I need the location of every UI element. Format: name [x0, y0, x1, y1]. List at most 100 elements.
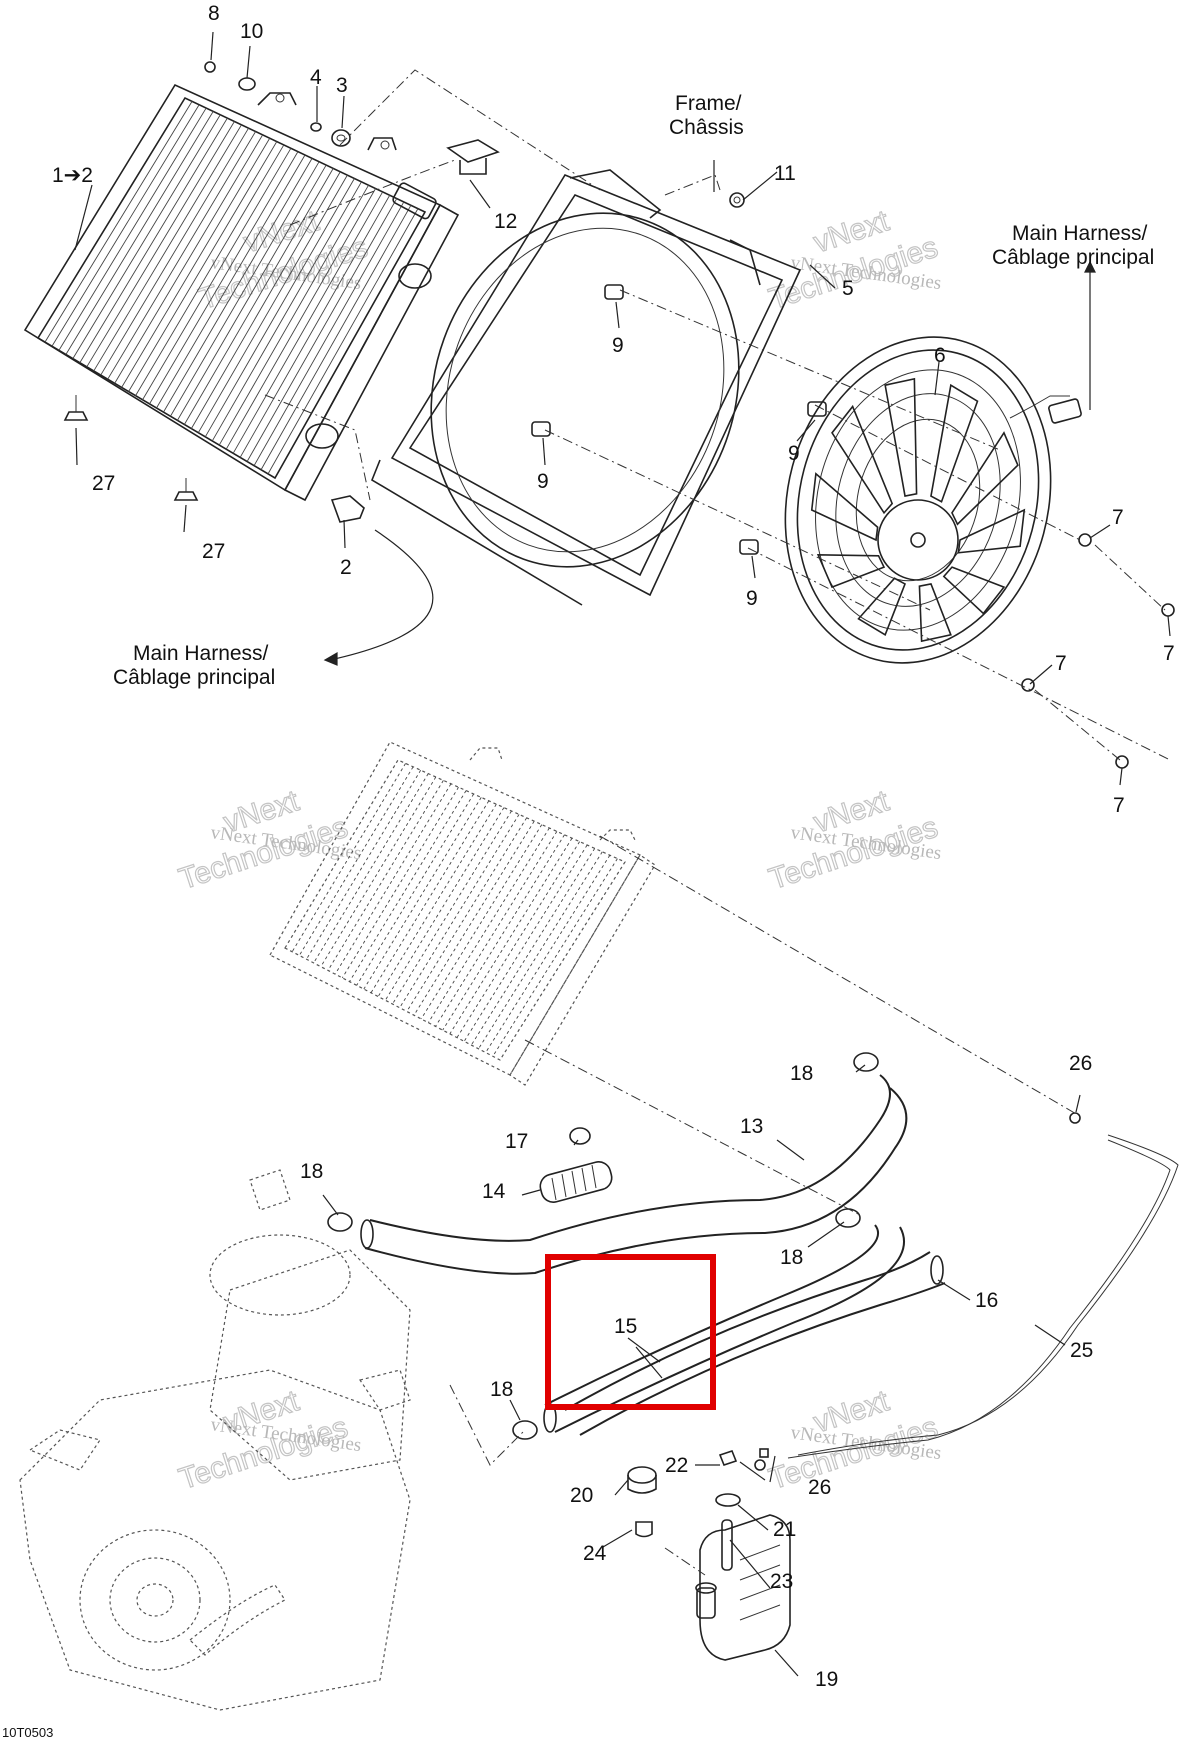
callout-26: 26 [808, 1476, 831, 1499]
radiator-fin [211, 181, 362, 442]
callout-4: 4 [310, 66, 322, 89]
radiator-fin [239, 195, 391, 458]
callout-5: 5 [842, 277, 854, 300]
fan-blade [930, 383, 979, 503]
highlight-box [545, 1254, 716, 1410]
callout-12: 12 [494, 210, 517, 233]
radiator-fin [306, 769, 422, 960]
callout-18: 18 [790, 1062, 813, 1085]
radiator-fin [449, 837, 573, 1035]
fan-blade [942, 566, 1006, 615]
radiator-fin [51, 104, 200, 347]
leader-lines [74, 31, 1171, 1677]
radiator-fin [334, 783, 452, 975]
coolant-reservoir-part [627, 1448, 791, 1661]
radiator-fin [267, 208, 419, 475]
main-harness-top-line1: Main Harness/ [1012, 222, 1148, 245]
callout-9: 9 [788, 442, 800, 465]
callout-20: 20 [570, 1484, 593, 1507]
fan-blade [816, 553, 886, 589]
diagram-code: 10T0503 [2, 1725, 53, 1740]
radiator-fin [313, 773, 429, 964]
callout-18: 18 [300, 1160, 323, 1183]
radiator-fin [427, 827, 550, 1023]
radiator-fin [260, 205, 412, 470]
callout-1-to-2: 1➔2 [52, 164, 93, 187]
callout-23: 23 [770, 1570, 793, 1593]
callout-7: 7 [1055, 652, 1067, 675]
radiator-fin [197, 174, 348, 433]
radiator-fin [377, 803, 497, 997]
engine-reference-ghost [19, 1169, 411, 1711]
fan-blade [918, 583, 952, 643]
frame-label-line2: Châssis [669, 116, 744, 139]
callout-17: 17 [505, 1130, 528, 1153]
text-labels: Frame/ Châssis Main Harness/ Câblage pri… [113, 92, 1154, 689]
radiator-fin [435, 831, 558, 1027]
callout-15-highlighted: 15 [614, 1315, 637, 1338]
callout-25: 25 [1070, 1339, 1093, 1362]
radiator-fin [100, 127, 249, 376]
fan-blades [810, 377, 1026, 643]
callout-6: 6 [934, 344, 946, 367]
radiator-fin [341, 786, 459, 979]
radiator-fin [492, 858, 618, 1057]
radiator-fin [183, 168, 334, 425]
callout-10: 10 [240, 20, 263, 43]
radiator-fin [463, 844, 588, 1042]
radiator-fin [349, 790, 467, 982]
radiator-fin [413, 820, 535, 1016]
radiator-fin [107, 131, 256, 380]
fan-blade [857, 577, 907, 637]
radiator-fin [58, 107, 207, 351]
callout-18: 18 [490, 1378, 513, 1401]
callout-9: 9 [746, 587, 758, 610]
radiator-fin [356, 793, 475, 986]
radiator-fin [406, 817, 528, 1012]
radiator-fin [363, 797, 482, 990]
radiator-fin [232, 191, 384, 454]
fan-blade [957, 508, 1026, 554]
callout-9: 9 [612, 334, 624, 357]
callout-7: 7 [1112, 506, 1124, 529]
radiator-fin [86, 121, 235, 368]
radiator-fin [128, 141, 278, 392]
radiator-fin [478, 851, 603, 1050]
callout-13: 13 [740, 1115, 763, 1138]
fan-blade [884, 377, 918, 498]
radiator-fin [204, 178, 355, 438]
radiator-fin [142, 148, 292, 400]
radiator-fin [114, 134, 264, 384]
radiator-fin [44, 101, 193, 343]
radiator-fin [246, 198, 398, 462]
radiator-fin [370, 800, 490, 994]
callout-numbers: 8 10 4 3 1➔2 12 27 27 2 11 5 6 9 9 9 9 7… [2, 2, 1175, 1740]
radiator-fin [384, 807, 505, 1001]
radiator-fin [298, 766, 414, 956]
radiator-fin [485, 854, 611, 1053]
radiator-fin [225, 188, 376, 450]
main-harness-left-line1: Main Harness/ [133, 642, 269, 665]
coolant-hoses [327, 1052, 1179, 1471]
radiator-fin [79, 117, 228, 363]
radiator-fin [470, 848, 596, 1046]
radiator-fins [44, 101, 419, 475]
fan-blade [810, 472, 879, 542]
callout-27: 27 [92, 472, 115, 495]
callout-9: 9 [537, 470, 549, 493]
radiator-fin [253, 201, 405, 466]
radiator-fin [456, 841, 580, 1038]
cooling-fan-part [784, 336, 1175, 769]
callout-14: 14 [482, 1180, 506, 1203]
callout-26: 26 [1069, 1052, 1092, 1075]
radiator-fin [327, 780, 444, 971]
radiator-fin [156, 154, 306, 409]
callout-27: 27 [202, 540, 225, 563]
callout-18: 18 [780, 1246, 803, 1269]
radiator-fin [93, 124, 242, 372]
radiator-fin [218, 184, 369, 446]
radiator-fin [170, 161, 320, 417]
radiator-fin [163, 158, 313, 413]
callout-16: 16 [975, 1289, 998, 1312]
